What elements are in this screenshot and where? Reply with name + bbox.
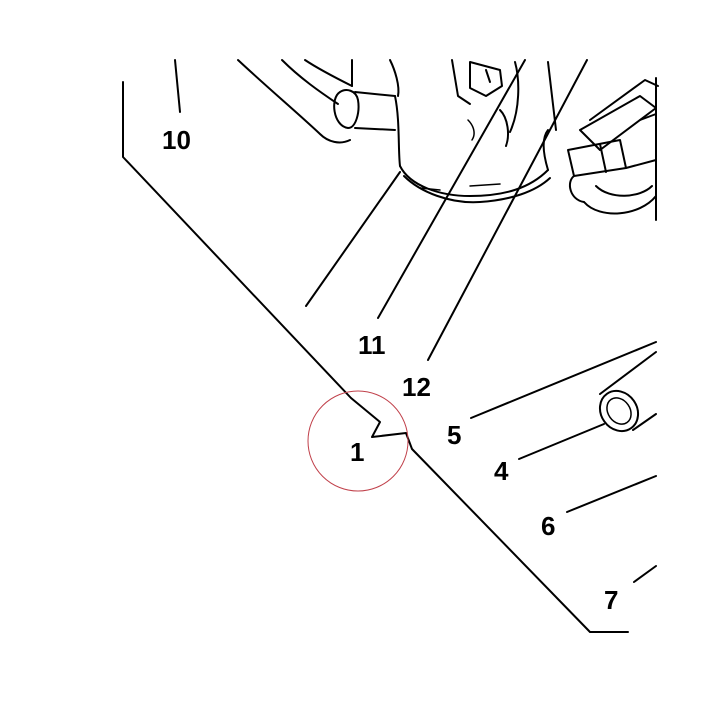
part-label-10: 10 [162,125,191,155]
leader-line-5 [470,341,657,419]
mechanism-assembly [237,59,659,221]
part-label-1: 1 [350,437,364,467]
panel-outline [122,81,629,633]
part-label-7: 7 [604,585,618,615]
leader-line-12 [427,59,588,361]
leader-line-7 [633,565,657,583]
part-label-12: 12 [402,372,431,402]
leader-line-11 [377,59,526,319]
part-label-4: 4 [494,456,509,486]
leader-line-10 [174,59,181,113]
highlight-circle [307,390,409,492]
part-label-11: 11 [358,330,386,360]
leader-line-unlabeled [305,171,401,307]
leader-line-6 [566,475,657,513]
tube-part [598,351,657,433]
part-label-5: 5 [447,420,461,450]
part-label-6: 6 [541,511,555,541]
leader-line-4 [518,423,605,460]
